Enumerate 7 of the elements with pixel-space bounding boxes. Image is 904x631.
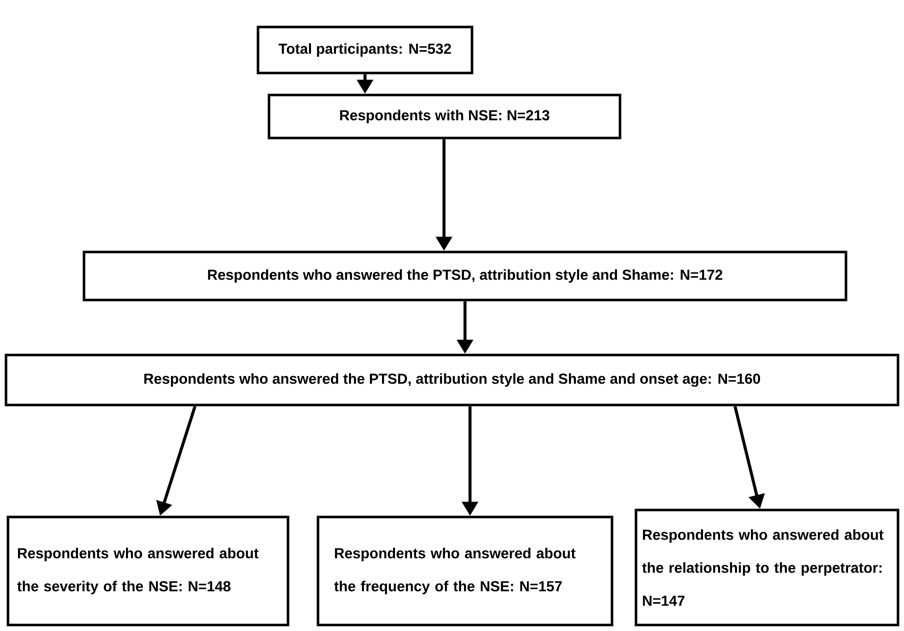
process-box: Respondents who answered the PTSD, attribution style and Shame and onset age: N=160 (4, 354, 900, 406)
process-box: Respondents who answered about the relationship to the perpetrator: N=147 (634, 508, 900, 626)
process-box: Respondents who answered about the severity of the NSE: N=148 (6, 516, 290, 626)
process-box: Respondents who answered the PTSD, attribution style and Shame: N=172 (82, 250, 848, 302)
process-box: Respondents with NSE: N=213 (268, 94, 622, 140)
process-box: Respondents who answered about the frequency of the NSE: N=157 (316, 516, 614, 626)
process-box: Total participants: N=532 (256, 26, 474, 74)
